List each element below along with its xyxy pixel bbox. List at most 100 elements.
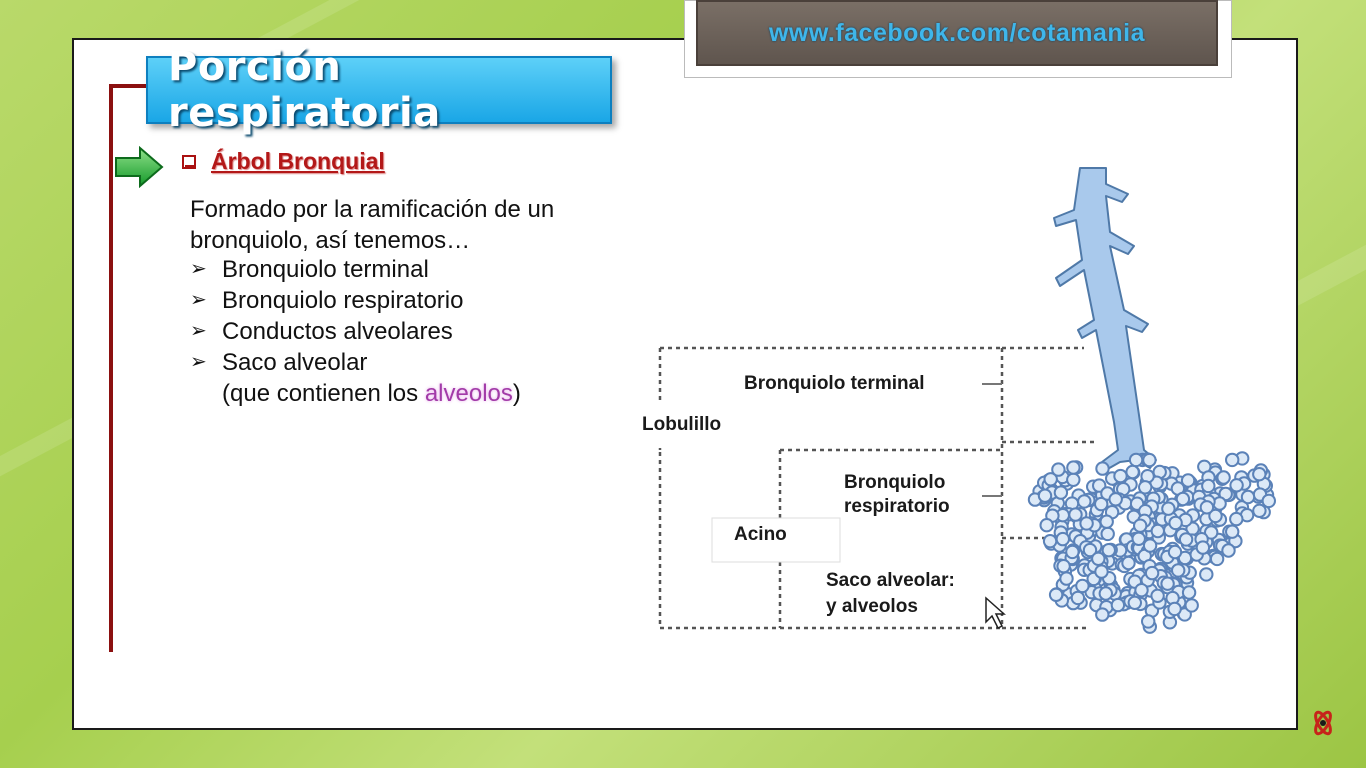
alveolus xyxy=(1168,515,1183,531)
intro-text: Formado por la ramificación de un bronqu… xyxy=(190,196,555,254)
alveolus xyxy=(1167,544,1183,560)
label-leader-lines xyxy=(982,383,1002,497)
alveoli-cluster xyxy=(1027,451,1276,634)
arrowhead-bullet-icon: ➢ xyxy=(190,351,207,373)
green-right-arrow-icon xyxy=(115,146,164,188)
alveoli-note: (que contienen los alveolos) xyxy=(190,378,521,409)
alveolus xyxy=(1204,525,1219,540)
alveolus xyxy=(1141,614,1156,629)
alveolus xyxy=(1125,464,1140,480)
alveolus xyxy=(1065,544,1080,560)
saco-alveolar-label-line1: Saco alveolar: xyxy=(826,570,955,591)
alveolus xyxy=(1051,462,1066,477)
title-box: Porción respiratoria xyxy=(146,44,612,136)
alveolus xyxy=(1138,480,1153,495)
alveolus xyxy=(1150,588,1165,603)
arrowhead-bullet-icon: ➢ xyxy=(190,289,207,311)
alveolus xyxy=(1225,452,1240,468)
alveolus xyxy=(1171,563,1186,578)
alveolus xyxy=(1095,607,1110,622)
bullet-list: ➢ Bronquiolo terminal ➢ Bronquiolo respi… xyxy=(190,254,521,409)
alveolus xyxy=(1075,578,1090,594)
slide-canvas xyxy=(72,38,1298,730)
alveolus xyxy=(1175,491,1191,507)
square-bullet-icon xyxy=(182,155,196,169)
alveolus xyxy=(1037,488,1053,503)
alveolus xyxy=(1142,538,1158,553)
alveolus xyxy=(1208,508,1223,524)
bronchial-tree-diagram: Lobulillo Acino Bronquiolo terminal Bron… xyxy=(640,167,1276,634)
alveolus xyxy=(1121,555,1136,571)
alveolus xyxy=(1199,500,1215,515)
alveolus xyxy=(1101,543,1116,558)
arrowhead-bullet-icon: ➢ xyxy=(190,258,207,280)
mouse-cursor-icon xyxy=(985,596,1006,630)
alveolus xyxy=(1099,514,1114,529)
alveolus xyxy=(1110,597,1126,613)
bullet-text: Bronquiolo respiratorio xyxy=(222,287,464,314)
alveolus xyxy=(1144,565,1160,581)
bronquiolo-respiratorio-label-line1: Bronquiolo xyxy=(844,472,945,493)
alveolus xyxy=(1184,598,1199,613)
bronquiolo-respiratorio-label-line2: respiratorio xyxy=(844,496,950,517)
alveolus xyxy=(1181,585,1197,600)
atom-logo-icon xyxy=(1314,710,1332,736)
alveolus xyxy=(1240,489,1256,505)
title-bracket-vertical xyxy=(109,84,113,652)
list-item: ➢ Conductos alveolares xyxy=(190,316,521,347)
alveolus xyxy=(1128,452,1144,468)
alveolus xyxy=(1059,571,1074,586)
list-item: ➢ Bronquiolo respiratorio xyxy=(190,285,521,316)
alveolus xyxy=(1142,452,1157,468)
bronquiolo-terminal-label: Bronquiolo terminal xyxy=(744,373,925,394)
alveolus xyxy=(1066,460,1081,475)
lobulillo-label-box xyxy=(640,404,760,448)
alveolus xyxy=(1178,532,1194,547)
list-item: ➢ Saco alveolar xyxy=(190,347,521,378)
saco-alveolar-label-line2: y alveolos xyxy=(826,596,918,617)
alveolus xyxy=(1100,526,1115,542)
title-bracket-horizontal xyxy=(109,84,149,88)
alveolus xyxy=(1195,540,1211,555)
alveolus xyxy=(1201,478,1216,494)
alveolus xyxy=(1053,485,1069,500)
alveolus xyxy=(1098,586,1113,601)
alveolus xyxy=(1161,501,1176,516)
alveolus xyxy=(1221,543,1236,558)
alveolus xyxy=(1108,492,1123,507)
alveolus xyxy=(1091,551,1106,566)
alveolus xyxy=(1068,507,1083,522)
section-subtitle: Árbol Bronquial xyxy=(211,148,385,174)
banner-url: www.facebook.com/cotamania xyxy=(768,18,1146,47)
note-suffix: ) xyxy=(512,380,521,407)
note-prefix: (que contienen los xyxy=(222,380,425,407)
alveolus xyxy=(1167,601,1182,617)
alveolus xyxy=(1229,478,1244,493)
alveolus xyxy=(1055,531,1070,547)
alveolus xyxy=(1133,518,1148,533)
page-title: Porción respiratoria xyxy=(168,44,441,136)
alveolus xyxy=(1261,493,1276,509)
alveolus xyxy=(1039,518,1054,533)
alveolus xyxy=(1077,494,1092,509)
bullet-text: Saco alveolar xyxy=(222,349,368,376)
alveolus xyxy=(1127,595,1142,610)
alveolus xyxy=(1252,503,1267,518)
alveolus xyxy=(1082,542,1098,558)
alveolus xyxy=(1066,472,1081,487)
lobulillo-label: Lobulillo xyxy=(642,414,721,435)
alveolus xyxy=(1095,461,1110,476)
alveolus xyxy=(1209,551,1225,567)
facebook-banner: www.facebook.com/cotamania xyxy=(696,0,1218,66)
alveolus xyxy=(1042,534,1058,549)
alveolus xyxy=(1134,583,1149,598)
alveolus xyxy=(1079,516,1094,531)
list-item: ➢ Bronquiolo terminal xyxy=(190,254,521,285)
alveolus xyxy=(1113,468,1128,484)
bullet-text: Conductos alveolares xyxy=(222,318,453,345)
alveolus xyxy=(1048,587,1064,602)
alveolus xyxy=(1056,559,1071,574)
alveolus xyxy=(1094,496,1109,512)
acino-label: Acino xyxy=(734,524,787,545)
alveolus xyxy=(1131,531,1146,546)
